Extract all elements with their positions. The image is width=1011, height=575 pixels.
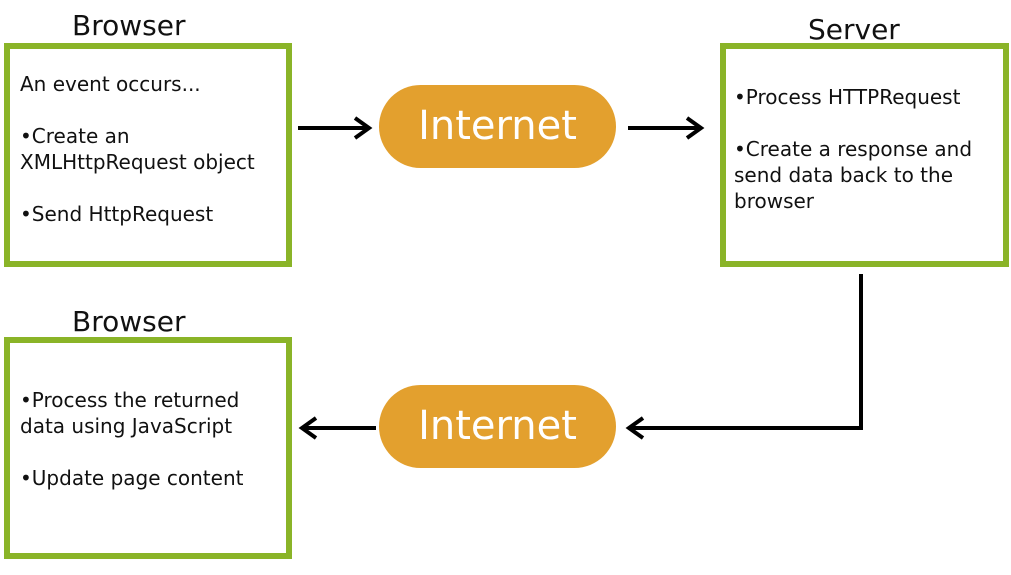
browser-bottom-bullet-process: Process the returned [20,387,280,413]
browser-top-bullet-send: Send HttpRequest [20,201,278,227]
browser-title-top: Browser [72,9,186,42]
server-title: Server [808,13,900,46]
server-line-send: send data back to the [734,163,954,187]
browser-top-line-xmlhttp: XMLHttpRequest object [20,150,255,174]
browser-box-top: An event occurs... Create an XMLHttpRequ… [4,43,292,267]
browser-title-bottom: Browser [72,305,186,338]
arrow-internet-to-browser [298,416,376,440]
server-box: Process HTTPRequest Create a response an… [720,43,1009,267]
browser-top-bullet-create: Create an [20,123,278,149]
server-bullet-process: Process HTTPRequest [734,84,997,110]
browser-box-bottom: Process the returned data using JavaScri… [4,337,292,559]
browser-bottom-line-javascript: data using JavaScript [20,414,233,438]
browser-bottom-bullet-update: Update page content [20,465,280,491]
arrow-server-to-internet [625,274,863,440]
internet-node-top: Internet [379,85,616,168]
internet-node-bottom: Internet [379,385,616,468]
server-line-browser: browser [734,189,815,213]
arrow-browser-to-internet [298,116,373,140]
server-bullet-create: Create a response and [734,136,997,162]
browser-top-line-1: An event occurs... [20,72,201,96]
arrow-internet-to-server [628,116,705,140]
